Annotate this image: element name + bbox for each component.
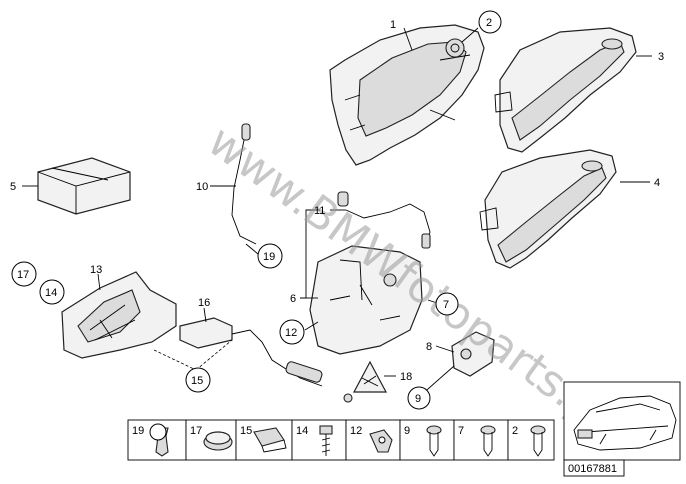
callout-19-top: 19 <box>263 251 275 263</box>
callout-3: 3 <box>658 51 664 63</box>
diagram-number-box <box>563 459 625 477</box>
callout-11: 11 <box>314 205 325 217</box>
torx-screw-icon-2[interactable] <box>530 425 546 457</box>
fastener-label-14: 14 <box>296 425 308 437</box>
callout-14: 14 <box>45 287 57 299</box>
callout-16: 16 <box>198 297 210 309</box>
callout-7: 7 <box>443 299 449 311</box>
callout-2: 2 <box>486 17 492 29</box>
bolt-icon[interactable] <box>319 425 333 456</box>
callout-8: 8 <box>426 341 432 353</box>
torx-screw-icon-9[interactable] <box>426 425 442 457</box>
bracket-clip-icon[interactable] <box>369 429 393 453</box>
door-lock-part[interactable] <box>309 245 423 355</box>
operating-rod-part[interactable] <box>231 123 257 245</box>
push-clip-icon[interactable] <box>149 423 169 457</box>
spring-nut-icon[interactable] <box>253 427 287 453</box>
callout-15: 15 <box>191 375 203 387</box>
plug-cap-icon[interactable] <box>203 431 233 451</box>
fastener-label-9: 9 <box>404 425 410 437</box>
callout-10: 10 <box>196 181 208 193</box>
inner-handle-part[interactable] <box>61 271 177 359</box>
callout-9: 9 <box>415 393 421 405</box>
leader-lines <box>22 27 652 397</box>
outer-handle-part-3[interactable] <box>494 27 637 153</box>
fastener-row: 19 17 15 14 12 9 7 2 <box>127 419 555 461</box>
handle-carrier-part[interactable] <box>329 24 485 166</box>
callout-5: 5 <box>10 181 16 193</box>
warning-label-part[interactable] <box>353 360 387 393</box>
callout-18: 18 <box>400 371 412 383</box>
fastener-label-19: 19 <box>132 425 144 437</box>
actuator-part[interactable] <box>179 317 353 403</box>
torx-screw-icon-7[interactable] <box>480 425 496 457</box>
callout-4: 4 <box>654 177 660 189</box>
car-thumbnail <box>563 381 681 461</box>
callout-1: 1 <box>390 19 396 31</box>
fastener-label-15: 15 <box>240 425 252 437</box>
fastener-label-2: 2 <box>512 425 518 437</box>
bowden-cable-part[interactable] <box>337 191 431 249</box>
outer-handle-part-4[interactable] <box>479 149 617 269</box>
callout-13: 13 <box>90 264 102 276</box>
fastener-label-12: 12 <box>350 425 362 437</box>
callout-6: 6 <box>290 293 296 305</box>
diagram-number: 00167881 <box>568 463 617 475</box>
callout-labels: 1 2 3 4 5 6 7 8 9 10 11 12 13 14 15 16 1… <box>10 10 664 410</box>
striker-part[interactable] <box>451 331 495 377</box>
repair-kit-box-part[interactable] <box>37 157 131 215</box>
fastener-label-7: 7 <box>458 425 464 437</box>
callout-12: 12 <box>285 327 297 339</box>
callout-17: 17 <box>17 269 29 281</box>
fastener-label-17: 17 <box>190 425 202 437</box>
